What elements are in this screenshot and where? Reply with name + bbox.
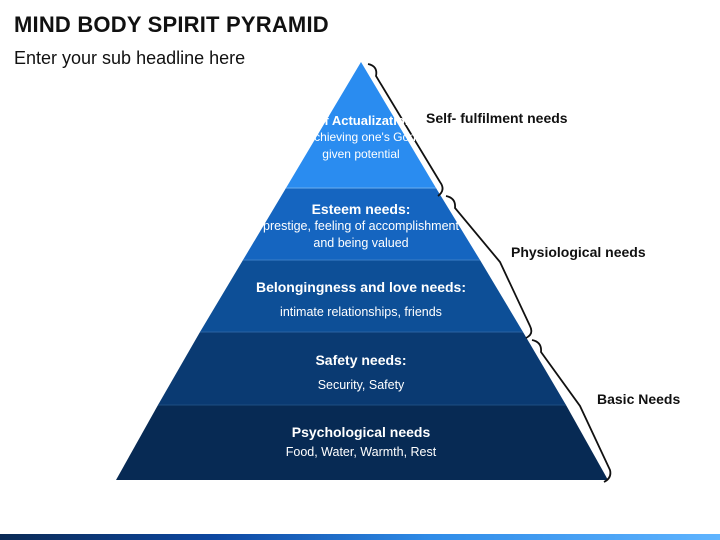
level-desc: Achieving one's God given potential <box>306 130 416 161</box>
level-desc: prestige, feeling of accomplishment and … <box>263 219 459 250</box>
level-title: Self Actualization: <box>304 113 418 128</box>
bracket-middle <box>445 195 533 339</box>
side-label-physiological: Physiological needs <box>511 244 646 260</box>
side-label-self-fulfilment: Self- fulfilment needs <box>426 110 568 126</box>
page-subtitle: Enter your sub headline here <box>14 48 246 68</box>
footer-gradient-bar <box>0 534 720 540</box>
level-safety-text: Safety needs: Security, Safety <box>236 352 486 394</box>
level-psychological-text: Psychological needs Food, Water, Warmth,… <box>236 424 486 461</box>
level-desc: Security, Safety <box>317 378 405 392</box>
level-desc: intimate relationships, friends <box>280 305 442 319</box>
bracket-bottom <box>531 339 612 483</box>
level-title: Esteem needs: <box>311 201 411 217</box>
level-belonging-text: Belongingness and love needs: intimate r… <box>226 279 496 321</box>
level-self-actualization-text: Self Actualization: Achieving one's God … <box>300 112 422 163</box>
level-title: Psychological needs <box>291 424 431 440</box>
level-esteem-text: Esteem needs: prestige, feeling of accom… <box>255 201 467 252</box>
level-title: Safety needs: <box>315 352 407 368</box>
pyramid-level-esteem <box>243 188 480 260</box>
pyramid-level-psychological <box>116 405 608 480</box>
level-desc: Food, Water, Warmth, Rest <box>285 445 437 459</box>
level-title: Belongingness and love needs: <box>255 279 467 295</box>
page-title: MIND BODY SPIRIT PYRAMID <box>14 12 329 37</box>
pyramid-level-belonging <box>200 260 523 332</box>
pyramid-level-safety <box>158 332 566 405</box>
side-label-basic: Basic Needs <box>597 391 681 407</box>
bracket-top <box>367 63 444 197</box>
pyramid-level-self-actualization <box>286 62 436 188</box>
